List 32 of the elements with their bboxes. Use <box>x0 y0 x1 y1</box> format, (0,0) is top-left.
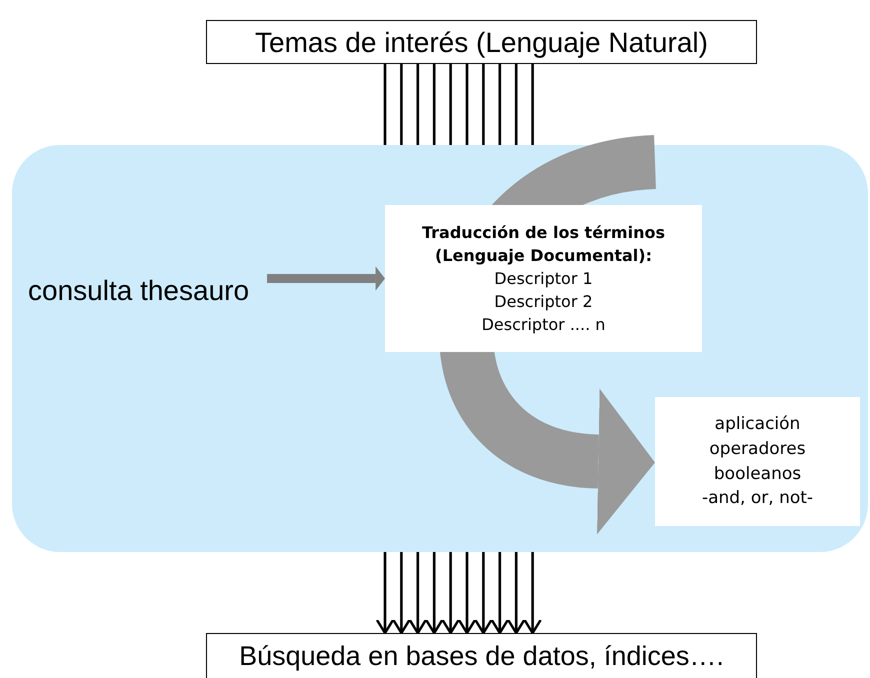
arrow <box>376 552 394 634</box>
list-item-text: Descriptor 2 <box>494 291 593 314</box>
arrow <box>408 552 428 634</box>
connector-line <box>384 64 386 145</box>
arrow <box>424 552 444 634</box>
connector-line <box>432 64 436 145</box>
connector-line <box>482 64 485 145</box>
arrow <box>506 552 526 634</box>
label-text: consulta thesauro <box>28 275 250 307</box>
connector-line <box>449 64 452 145</box>
text-box: Búsqueda en bases de datos, índices…. <box>206 633 757 678</box>
connector-line <box>466 64 468 145</box>
connector-line <box>416 64 420 145</box>
text-box: Temas de interés (Lenguaje Natural) <box>206 20 757 64</box>
connector-line <box>514 64 518 145</box>
process-band <box>12 145 868 552</box>
heading-text: Traducción de los términos (Lenguaje Documental): <box>421 222 666 267</box>
text-box <box>385 205 702 352</box>
block-arrow <box>267 266 385 291</box>
connector-line <box>498 64 502 145</box>
arrow <box>392 552 411 634</box>
arrow <box>458 552 476 634</box>
list-item-text: Descriptor 1 <box>494 268 593 290</box>
list-item-text: Descriptor .... n <box>482 314 606 336</box>
label-text: aplicación operadores booleanos -and, or, not- <box>700 413 814 510</box>
text-box <box>655 397 860 526</box>
connector-line <box>531 64 534 145</box>
arrow <box>490 552 510 634</box>
arrow <box>441 552 460 634</box>
arrow <box>474 552 493 634</box>
connector-line <box>400 64 403 145</box>
arrow <box>523 552 542 634</box>
